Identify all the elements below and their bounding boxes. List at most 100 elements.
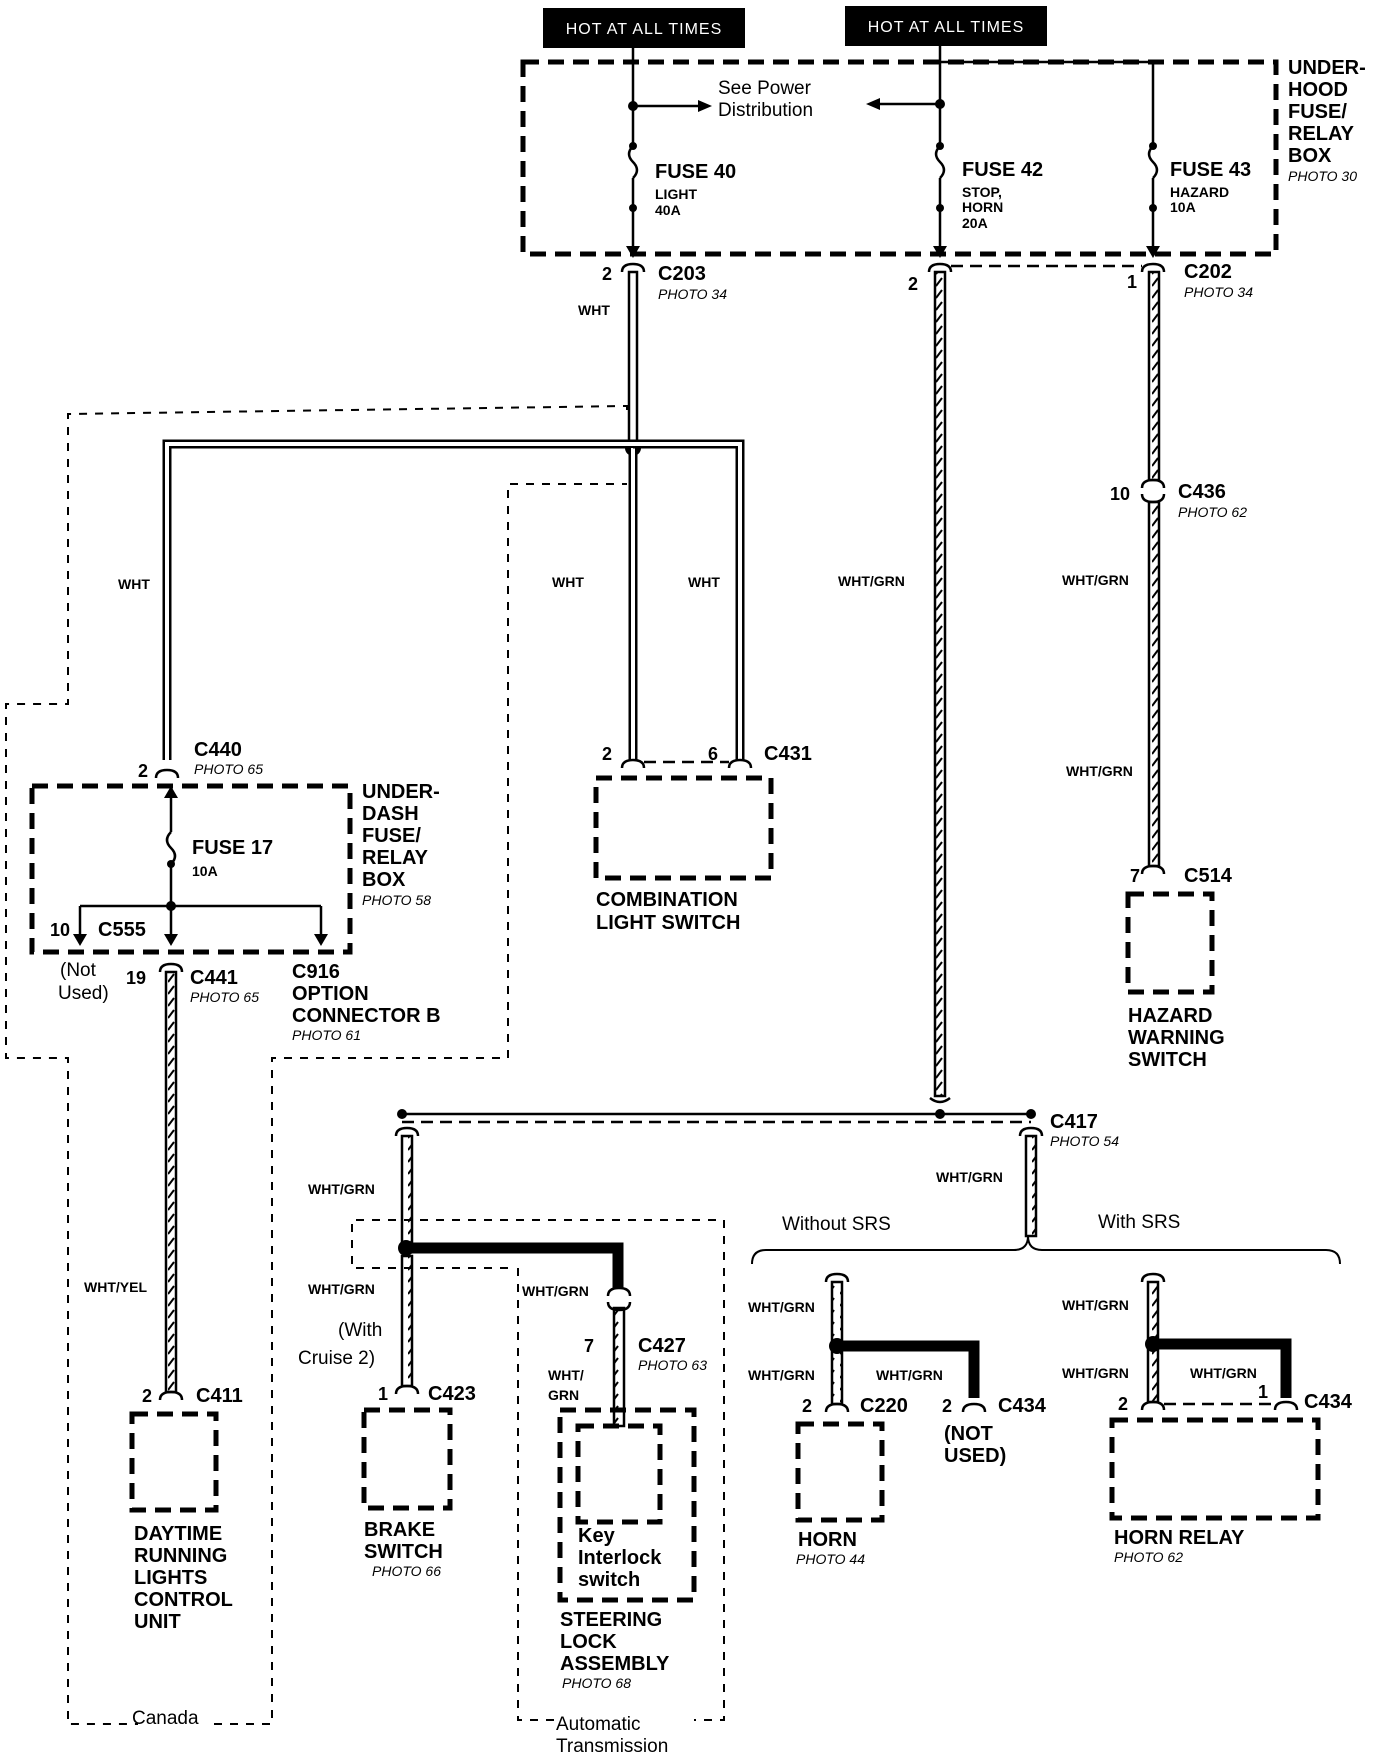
wire-label-wht: WHT xyxy=(578,302,610,318)
svg-text:PHOTO 34: PHOTO 34 xyxy=(1184,284,1253,300)
svg-text:CONNECTOR B: CONNECTOR B xyxy=(292,1005,441,1027)
hot-label-left: HOT AT ALL TIMES xyxy=(543,8,745,48)
svg-text:C427: C427 xyxy=(638,1335,686,1357)
svg-text:FUSE 43: FUSE 43 xyxy=(1170,159,1251,181)
c434-pin-2-with-srs: 2 xyxy=(1118,1394,1128,1414)
wire-wht-grn-horn xyxy=(1024,1134,1038,1238)
svg-text:C202: C202 xyxy=(1184,261,1232,283)
canada-label: Canada xyxy=(132,1708,199,1729)
c434-label-with-srs: C434 xyxy=(1304,1391,1353,1413)
wire-label-wht-yel: WHT/YEL xyxy=(84,1279,147,1295)
wire-wht-grn-hazard-lower xyxy=(1147,500,1161,868)
svg-text:OPTION: OPTION xyxy=(292,983,369,1005)
wire-wht-grn-brake-lower xyxy=(400,1254,414,1388)
svg-text:PHOTO 66: PHOTO 66 xyxy=(372,1563,441,1579)
wire-label-horn-2: WHT/GRN xyxy=(748,1367,815,1383)
svg-text:STEERING: STEERING xyxy=(560,1609,662,1631)
c431-label: C431 xyxy=(764,743,812,765)
svg-text:C203: C203 xyxy=(658,263,706,285)
wire-label-wht-center: WHT xyxy=(552,574,584,590)
with-cruise-note: (With Cruise 2) xyxy=(298,1320,382,1369)
svg-text:RELAY: RELAY xyxy=(1288,123,1355,145)
c431-pin-2: 2 xyxy=(602,744,612,764)
wire-wht-grn-hazard-upper xyxy=(1147,270,1161,482)
wire-label-hazard-1: WHT/GRN xyxy=(1062,572,1129,588)
svg-text:C417: C417 xyxy=(1050,1111,1098,1133)
wire-wht-main xyxy=(627,270,639,450)
svg-text:HORN RELAY: HORN RELAY xyxy=(1114,1527,1245,1549)
c427-label: C427 PHOTO 63 xyxy=(638,1335,707,1373)
svg-text:(NOT: (NOT xyxy=(944,1423,993,1445)
see-power-distribution: See Power Distribution xyxy=(718,78,813,121)
svg-text:SWITCH: SWITCH xyxy=(1128,1049,1207,1071)
svg-text:SWITCH: SWITCH xyxy=(364,1541,443,1563)
wire-label-main: WHT/GRN xyxy=(838,573,905,589)
wire-label-horn-1: WHT/GRN xyxy=(748,1299,815,1315)
underhood-fuse-box xyxy=(520,59,1279,257)
c423-label: C423 xyxy=(428,1383,476,1405)
svg-text:FUSE/: FUSE/ xyxy=(362,825,421,847)
wire-label-horn-3: WHT/GRN xyxy=(876,1367,943,1383)
wire-label-interlock: WHT/GRN xyxy=(522,1283,589,1299)
svg-text:PHOTO 62: PHOTO 62 xyxy=(1114,1549,1183,1565)
c440-pin: 2 xyxy=(138,761,148,781)
wire-wht-grn-brake-upper xyxy=(400,1134,414,1248)
svg-text:HAZARD: HAZARD xyxy=(1128,1005,1212,1027)
svg-text:PHOTO 62: PHOTO 62 xyxy=(1178,504,1247,520)
svg-text:C436: C436 xyxy=(1178,481,1226,503)
svg-text:LOCK: LOCK xyxy=(560,1631,617,1653)
svg-text:HOOD: HOOD xyxy=(1288,79,1348,101)
c555-not-used: (Not Used) xyxy=(58,960,109,1004)
c434-not-used: (NOT USED) xyxy=(944,1423,1006,1467)
svg-text:RUNNING: RUNNING xyxy=(134,1545,227,1567)
c916-label: C916 OPTION CONNECTOR B PHOTO 61 xyxy=(292,961,441,1043)
c441-label: C441 PHOTO 65 xyxy=(190,967,259,1005)
svg-text:Cruise 2): Cruise 2) xyxy=(298,1348,375,1369)
c441-pin: 19 xyxy=(126,968,146,988)
svg-text:PHOTO 44: PHOTO 44 xyxy=(796,1551,865,1567)
c202-pin-left: 2 xyxy=(908,274,918,294)
c434-pin-1-with-srs: 1 xyxy=(1258,1382,1268,1402)
svg-text:(Not: (Not xyxy=(60,960,97,981)
underhood-box-title: UNDER- HOOD FUSE/ RELAY BOX PHOTO 30 xyxy=(1288,57,1366,184)
fuse-42-label: FUSE 42 STOP, HORN 20A xyxy=(962,159,1043,231)
automatic-transmission-label: Automatic Transmission xyxy=(556,1714,668,1757)
hazard-warning-switch xyxy=(1125,891,1215,995)
svg-text:USED): USED) xyxy=(944,1445,1006,1467)
c434-pin-without-srs: 2 xyxy=(942,1396,952,1416)
key-interlock-switch-label: Key Interlock switch xyxy=(578,1525,662,1591)
wire-label-relay-1: WHT/GRN xyxy=(1062,1297,1129,1313)
c427-pin: 7 xyxy=(584,1336,594,1356)
svg-text:PHOTO 65: PHOTO 65 xyxy=(194,761,263,777)
c411-label: C411 xyxy=(196,1385,243,1407)
drl-control-unit-label: DAYTIME RUNNING LIGHTS CONTROL UNIT xyxy=(134,1523,233,1633)
hot-label-text: HOT AT ALL TIMES xyxy=(566,21,723,38)
wire-wht-yel xyxy=(164,970,178,1394)
svg-text:Interlock: Interlock xyxy=(578,1547,662,1569)
brake-switch xyxy=(361,1407,453,1511)
svg-text:PHOTO 61: PHOTO 61 xyxy=(292,1027,361,1043)
svg-text:Key: Key xyxy=(578,1525,616,1547)
svg-text:PHOTO 34: PHOTO 34 xyxy=(658,286,727,302)
horn xyxy=(795,1421,885,1523)
wire-label-brake-1: WHT/GRN xyxy=(308,1181,375,1197)
svg-text:C440: C440 xyxy=(194,739,242,761)
with-srs-label: With SRS xyxy=(1098,1212,1180,1233)
svg-text:HORN: HORN xyxy=(962,199,1003,215)
svg-text:CONTROL: CONTROL xyxy=(134,1589,233,1611)
svg-text:DASH: DASH xyxy=(362,803,419,825)
svg-text:Automatic: Automatic xyxy=(556,1714,640,1735)
svg-text:HAZARD: HAZARD xyxy=(1170,184,1229,200)
svg-text:PHOTO 30: PHOTO 30 xyxy=(1288,168,1357,184)
svg-text:RELAY: RELAY xyxy=(362,847,429,869)
svg-text:BOX: BOX xyxy=(362,869,406,891)
svg-text:20A: 20A xyxy=(962,215,988,231)
steering-lock-assembly-label: STEERING LOCK ASSEMBLY PHOTO 68 xyxy=(560,1609,670,1691)
combination-light-switch xyxy=(593,775,774,881)
c434-label-without-srs: C434 xyxy=(998,1395,1047,1417)
svg-text:UNIT: UNIT xyxy=(134,1611,181,1633)
brake-switch-label: BRAKE SWITCH PHOTO 66 xyxy=(364,1519,443,1579)
canada-region xyxy=(5,404,628,1725)
key-interlock-switch xyxy=(575,1423,663,1525)
wire-label-relay-2: WHT/GRN xyxy=(1062,1365,1129,1381)
